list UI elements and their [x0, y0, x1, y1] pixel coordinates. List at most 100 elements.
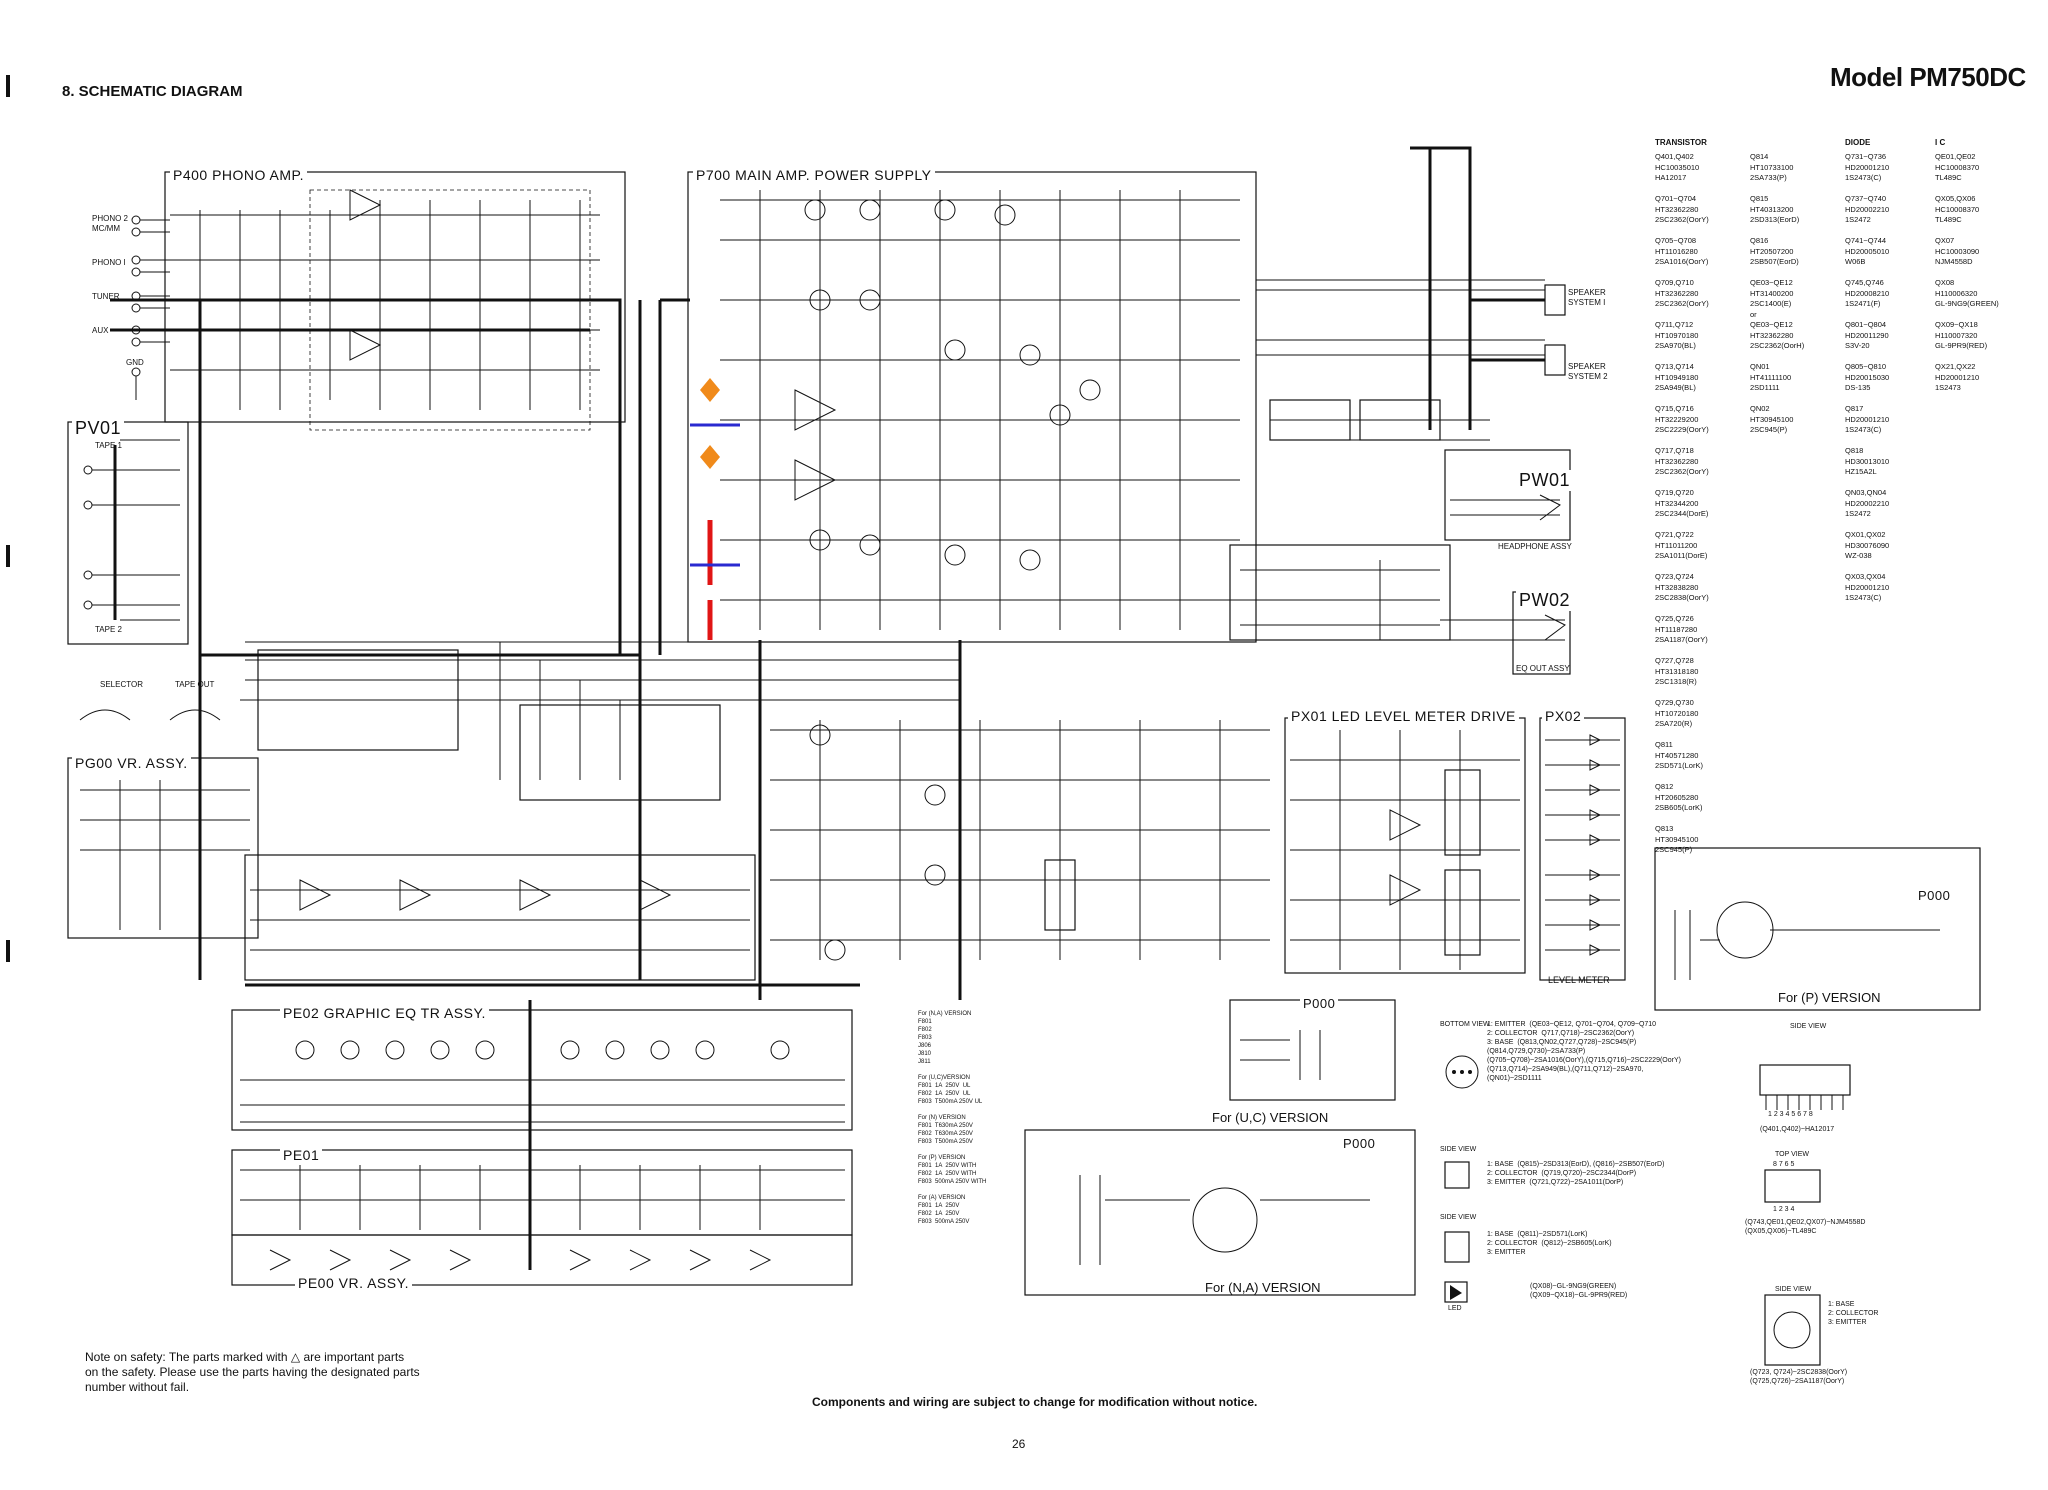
pv01-jacks — [83, 439, 180, 621]
pe01-label: PE01 — [280, 1147, 323, 1163]
ground-annotation — [690, 378, 740, 640]
pg00-wiring — [80, 780, 250, 930]
side-view-label-1: SIDE VIEW — [1790, 1023, 1827, 1030]
px02-block — [1539, 717, 1626, 981]
na-version-box — [1024, 1129, 1416, 1296]
input-jacks — [131, 215, 170, 400]
p000-p-label: P000 — [1915, 888, 1954, 903]
to3-parts: (Q723, Q724)~2SC2838(OorY) (Q725,Q726)~2… — [1750, 1369, 1848, 1385]
side-view-label-2: SIDE VIEW — [1440, 1146, 1477, 1153]
pw01-block — [1444, 449, 1571, 541]
pe01-wiring — [240, 1165, 845, 1230]
bottom-view-label: BOTTOM VIEW — [1440, 1021, 1490, 1028]
p400-block — [164, 171, 626, 423]
ground-bus — [110, 298, 642, 980]
p-version-box — [1654, 847, 1981, 1011]
dip-pins-top: 8 7 6 5 — [1773, 1161, 1795, 1168]
ic-column: QE01,QE02 HC10008370 TL489C QX05,QX06 HC… — [1935, 152, 1999, 392]
tape1-label: TAPE 1 — [95, 441, 122, 450]
transistor-bce-pinout-1: 1: BASE (Q815)~2SD313(EorD), (Q816)~2SB5… — [1487, 1161, 1665, 1186]
tuner-label: TUNER — [92, 292, 120, 301]
speaker2-label: SPEAKER SYSTEM 2 — [1568, 362, 1608, 381]
footer-disclaimer: Components and wiring are subject to cha… — [812, 1395, 1258, 1409]
pv01-block — [67, 421, 189, 645]
pw01-wiring — [1450, 494, 1561, 521]
tone-board — [257, 649, 459, 751]
power-rails — [658, 298, 962, 1000]
speaker-section — [1256, 146, 1566, 441]
njm4558-part: (Q743,QE01,QE02,QX07)~NJM4558D (QX05,QX0… — [1745, 1219, 1866, 1235]
pe02-block — [231, 1009, 853, 1131]
side-view-label-3: SIDE VIEW — [1440, 1214, 1477, 1221]
model-label: Model PM750DC — [1830, 62, 2026, 92]
diode-column: Q731~Q736 HD20001210 1S2473(C) Q737~Q740… — [1845, 152, 1890, 602]
led-label: LED — [1448, 1305, 1462, 1312]
tape2-label: TAPE 2 — [95, 625, 122, 634]
p700-block — [687, 171, 1257, 643]
selector-section — [79, 641, 960, 801]
ha12017-part: (Q401,Q402)~HA12017 — [1760, 1126, 1835, 1133]
headphone-assy-label: HEADPHONE ASSY — [1498, 542, 1572, 551]
diode-header: DIODE — [1845, 138, 1871, 147]
na-transformer — [1079, 1175, 1370, 1265]
px02-leds — [1545, 734, 1620, 956]
pw01-label: PW01 — [1516, 470, 1574, 491]
ic-header: I C — [1935, 138, 1946, 147]
eq-control-wiring — [250, 879, 750, 951]
p-version-label: For (P) VERSION — [1778, 990, 1881, 1005]
pinout-drawings — [1444, 1055, 1851, 1366]
pe00-pots — [269, 1249, 772, 1271]
binder-mark — [6, 75, 10, 97]
sil-pin-numbers: 1 2 3 4 5 6 7 8 — [1768, 1111, 1813, 1118]
pg00-block — [67, 757, 259, 939]
p700-label: P700 MAIN AMP. POWER SUPPLY — [693, 167, 935, 183]
selector-label: SELECTOR — [100, 680, 143, 689]
transistor-header: TRANSISTOR — [1655, 138, 1707, 147]
px02-label: PX02 — [1542, 708, 1585, 724]
page-number: 26 — [1012, 1437, 1026, 1451]
to3-pinout: 1: BASE 2: COLLECTOR 3: EMITTER — [1828, 1301, 1879, 1326]
p000-na-label: P000 — [1340, 1136, 1379, 1151]
pe02-label: PE02 GRAPHIC EQ TR ASSY. — [280, 1005, 489, 1021]
mute-wiring — [1240, 560, 1440, 640]
p000-uc-label: P000 — [1300, 996, 1339, 1011]
mute-board — [1229, 544, 1451, 641]
uc-transformer — [1240, 1030, 1321, 1080]
filter-board — [519, 704, 721, 801]
px01-block — [1284, 717, 1526, 974]
top-view-label: TOP VIEW — [1775, 1151, 1809, 1158]
pw02-wiring — [1440, 614, 1566, 641]
pe00-block — [231, 1234, 853, 1286]
px01-wiring — [1290, 730, 1520, 970]
p400-shield — [309, 189, 591, 431]
binder-mark — [6, 545, 10, 567]
level-meter-label: LEVEL METER — [1548, 975, 1610, 985]
p700-wiring — [720, 190, 1240, 630]
na-version-label: For (N,A) VERSION — [1205, 1280, 1321, 1295]
section-title: 8. SCHEMATIC DIAGRAM — [62, 83, 243, 100]
p-voltage-selector — [1716, 901, 1774, 959]
eq-out-assy-label: EQ OUT ASSY — [1516, 664, 1570, 673]
transistor-column-2: Q814 HT10733100 2SA733(P) Q815 HT4031320… — [1750, 152, 1805, 434]
eq-control-board — [244, 854, 756, 981]
uc-version-label: For (U,C) VERSION — [1212, 1110, 1329, 1125]
side-view-label-4: SIDE VIEW — [1775, 1286, 1812, 1293]
pg00-label: PG00 VR. ASSY. — [72, 755, 191, 771]
px01-label: PX01 LED LEVEL METER DRIVE — [1288, 708, 1519, 724]
safety-note: Note on safety: The parts marked with △ … — [85, 1350, 420, 1394]
tape-out-label: TAPE OUT — [175, 680, 215, 689]
pe00-label: PE00 VR. ASSY. — [295, 1275, 413, 1291]
transistor-column-1: Q401,Q402 HC10035010 HA12017 Q701~Q704 H… — [1655, 152, 1709, 854]
uc-version-box — [1229, 999, 1396, 1101]
transistor-bce-pinout-2: 1: BASE (Q811)~2SD571(LorK) 2: COLLECTOR… — [1487, 1231, 1612, 1256]
pe02-transistors — [240, 983, 860, 1270]
speaker1-label: SPEAKER SYSTEM I — [1568, 288, 1606, 307]
p-transformer — [1674, 910, 1940, 980]
led-parts: (QX08)~GL-9NG9(GREEN) (QX09~QX18)~GL-9PR… — [1530, 1283, 1628, 1299]
transistor-ebc-pinout: 1: EMITTER (QE03~QE12, Q701~Q704, Q709~Q… — [1487, 1021, 1681, 1082]
fuse-version-note: For (N,A) VERSION F801 F802 F803 J806 J8… — [918, 1011, 987, 1225]
power-supply-wiring — [770, 720, 1270, 961]
dip-pins-bottom: 1 2 3 4 — [1773, 1206, 1795, 1213]
p400-label: P400 PHONO AMP. — [170, 167, 307, 183]
